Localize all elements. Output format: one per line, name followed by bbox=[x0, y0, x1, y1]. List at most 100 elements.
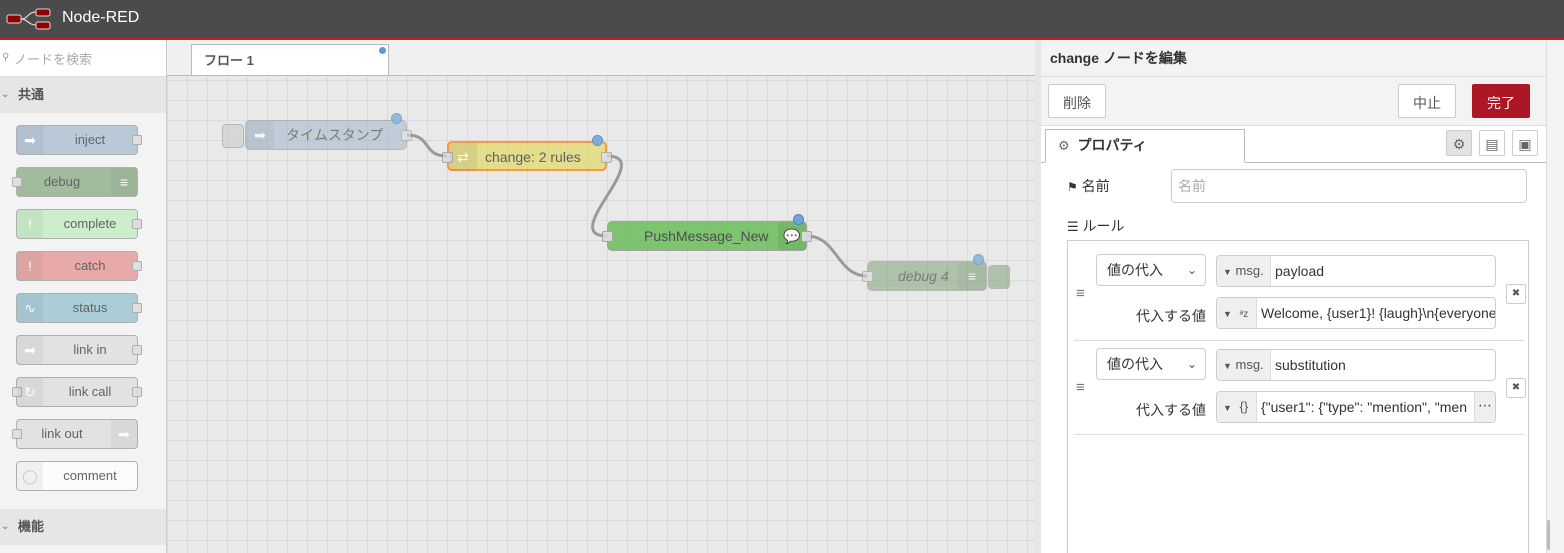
output-port[interactable] bbox=[132, 219, 142, 229]
caret-down-icon: ▼ bbox=[1223, 361, 1232, 371]
palette-node-link-in[interactable]: ➡ link in bbox=[16, 335, 142, 365]
node-red-logo-icon[interactable] bbox=[6, 7, 56, 31]
palette-node-status[interactable]: ∿ status bbox=[16, 293, 142, 323]
output-port[interactable] bbox=[601, 152, 612, 163]
drag-handle-icon[interactable]: ≡ bbox=[1076, 379, 1085, 396]
action-select[interactable]: 値の代入 ⌄ bbox=[1096, 348, 1206, 380]
output-port[interactable] bbox=[132, 303, 142, 313]
output-port[interactable] bbox=[132, 345, 142, 355]
changed-indicator bbox=[592, 135, 603, 146]
list-icon: ☰ bbox=[1067, 219, 1079, 234]
category-header-common[interactable]: ⌄ 共通 bbox=[0, 77, 166, 113]
palette-node-complete[interactable]: ! complete bbox=[16, 209, 142, 239]
palette-node-link-out[interactable]: link out ➡ bbox=[12, 419, 138, 449]
tab-label: プロパティ bbox=[1077, 137, 1147, 153]
delete-rule-button[interactable]: ✖ bbox=[1506, 284, 1526, 304]
changed-indicator bbox=[973, 254, 984, 265]
description-tab-button[interactable]: ▤ bbox=[1479, 130, 1505, 156]
palette-node-label: link call bbox=[68, 384, 112, 399]
appearance-tab-button[interactable]: ▣ bbox=[1512, 130, 1538, 156]
output-port[interactable] bbox=[132, 261, 142, 271]
changed-indicator bbox=[379, 47, 386, 54]
link-call-icon: ↻ bbox=[17, 378, 43, 406]
palette-node-label: link in bbox=[73, 342, 107, 357]
comment-icon: ◯ bbox=[17, 462, 43, 490]
name-label: ⚑ 名前 bbox=[1067, 176, 1110, 196]
gear-icon: ⚙ bbox=[1058, 138, 1070, 153]
wire bbox=[806, 234, 868, 278]
pulse-icon: ∿ bbox=[17, 294, 43, 322]
output-port[interactable] bbox=[132, 135, 142, 145]
edit-tray: change ノードを編集 削除 中止 完了 ⚙ プロパティ ⚙ ▤ ▣ ⚑ 名… bbox=[1035, 40, 1546, 553]
inject-trigger-button[interactable] bbox=[222, 124, 244, 148]
tab-flow-1[interactable]: フロー 1 bbox=[191, 44, 389, 75]
input-port[interactable] bbox=[12, 429, 22, 439]
settings-tab-button[interactable]: ⚙ bbox=[1446, 130, 1472, 156]
tab-properties[interactable]: ⚙ プロパティ bbox=[1045, 129, 1245, 163]
flow-node-change[interactable]: ⇄ change: 2 rules bbox=[442, 135, 612, 171]
category-header-function[interactable]: ⌄ 機能 bbox=[0, 509, 166, 545]
action-select-value: 値の代入 bbox=[1107, 356, 1163, 372]
input-port[interactable] bbox=[602, 231, 613, 242]
value-label: 代入する値 bbox=[1136, 308, 1206, 324]
palette-node-link-call[interactable]: ↻ link call bbox=[12, 377, 142, 407]
palette-node-comment[interactable]: ◯ comment bbox=[16, 461, 138, 491]
flow-node-timestamp[interactable]: ➡ タイムスタンプ bbox=[222, 113, 412, 150]
flow-wires bbox=[406, 133, 868, 278]
workspace-tabbar: フロー 1 bbox=[167, 40, 1035, 76]
chevron-down-icon: ⌄ bbox=[1, 89, 10, 100]
output-port[interactable] bbox=[132, 387, 142, 397]
cancel-button[interactable]: 中止 bbox=[1398, 84, 1456, 118]
scrollbar[interactable] bbox=[1547, 520, 1550, 550]
delete-rule-button[interactable]: ✖ bbox=[1506, 378, 1526, 398]
chevron-down-icon: ⌄ bbox=[1186, 263, 1197, 277]
palette-node-inject[interactable]: ➡ inject bbox=[16, 125, 142, 155]
type-select-button[interactable]: ▼ ᵃz bbox=[1217, 298, 1257, 328]
expand-editor-button[interactable]: ⋯ bbox=[1474, 392, 1495, 422]
input-port[interactable] bbox=[442, 152, 453, 163]
arrow-icon: ➡ bbox=[17, 126, 43, 154]
output-port[interactable] bbox=[401, 130, 412, 141]
list-icon: ≡ bbox=[958, 262, 986, 290]
palette-node-list: ➡ inject debug ≡ ! complete ! catch ∿ st… bbox=[0, 113, 166, 509]
done-button[interactable]: 完了 bbox=[1472, 84, 1530, 118]
palette-node-label: status bbox=[72, 300, 108, 315]
palette-node-label: comment bbox=[63, 468, 117, 483]
type-prefix: msg. bbox=[1235, 263, 1264, 278]
value-input[interactable]: ▼ {} {"user1": {"type": "mention", "men … bbox=[1216, 391, 1496, 423]
category-label: 機能 bbox=[18, 519, 45, 534]
target-property-input[interactable]: ▼ msg. substitution bbox=[1216, 349, 1496, 381]
debug-toggle-button[interactable] bbox=[988, 265, 1010, 289]
input-port[interactable] bbox=[12, 387, 22, 397]
palette-node-debug[interactable]: debug ≡ bbox=[12, 167, 138, 197]
type-select-button[interactable]: ▼ {} bbox=[1217, 392, 1257, 422]
palette-search-input[interactable] bbox=[12, 48, 166, 70]
tray-tabs: ⚙ プロパティ ⚙ ▤ ▣ bbox=[1041, 126, 1546, 163]
input-port[interactable] bbox=[862, 271, 873, 282]
palette-node-label: link out bbox=[41, 426, 83, 441]
list-icon: ≡ bbox=[111, 168, 137, 196]
value-label: 代入する値 bbox=[1136, 402, 1206, 418]
wire bbox=[591, 154, 623, 238]
flow-workspace[interactable]: フロー 1 ➡ タイムスタンプ ⇄ change: 2 rules PushMe… bbox=[167, 40, 1035, 553]
name-field[interactable] bbox=[1171, 169, 1527, 203]
flow-node-debug[interactable]: debug 4 ≡ bbox=[862, 254, 1010, 291]
json-icon: {} bbox=[1239, 399, 1249, 414]
output-port[interactable] bbox=[801, 231, 812, 242]
shuffle-icon: ⇄ bbox=[449, 143, 477, 171]
category-label: 共通 bbox=[18, 87, 45, 102]
node-label: debug 4 bbox=[898, 268, 949, 284]
target-property-input[interactable]: ▼ msg. payload bbox=[1216, 255, 1496, 287]
input-port[interactable] bbox=[12, 177, 22, 187]
flow-node-pushmessage[interactable]: PushMessage_New 💬 bbox=[602, 214, 812, 251]
palette-node-label: debug bbox=[43, 174, 81, 189]
chevron-down-icon: ⌄ bbox=[1, 521, 10, 532]
palette-node-catch[interactable]: ! catch bbox=[16, 251, 142, 281]
action-select[interactable]: 値の代入 ⌄ bbox=[1096, 254, 1206, 286]
type-select-button[interactable]: ▼ msg. bbox=[1217, 256, 1271, 286]
delete-button[interactable]: 削除 bbox=[1048, 84, 1106, 118]
type-select-button[interactable]: ▼ msg. bbox=[1217, 350, 1271, 380]
drag-handle-icon[interactable]: ≡ bbox=[1076, 285, 1085, 302]
value-input[interactable]: ▼ ᵃz Welcome, {user1}! {laugh}\n{everyon… bbox=[1216, 297, 1496, 329]
tag-icon: ⚑ bbox=[1067, 180, 1078, 194]
